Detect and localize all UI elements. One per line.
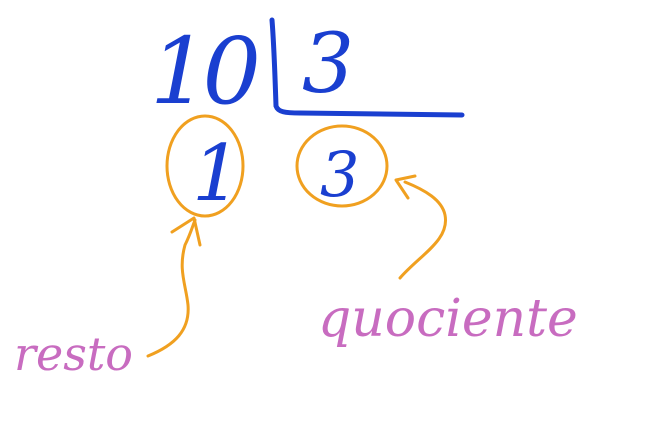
remainder: 1 bbox=[192, 129, 242, 219]
remainder-group: 1 bbox=[165, 114, 245, 219]
quotient-arrow bbox=[394, 174, 447, 280]
division-bracket bbox=[269, 17, 465, 118]
remainder-label: resto bbox=[14, 327, 133, 381]
remainder-circle bbox=[165, 114, 245, 218]
quotient: 3 bbox=[320, 138, 359, 211]
quotient-circle bbox=[295, 124, 389, 208]
divisor: 3 bbox=[302, 17, 354, 112]
dividend: 10 bbox=[150, 18, 259, 125]
quotient-label: quociente bbox=[318, 289, 578, 349]
remainder-arrow bbox=[146, 216, 202, 358]
quotient-group: 3 bbox=[295, 124, 389, 211]
